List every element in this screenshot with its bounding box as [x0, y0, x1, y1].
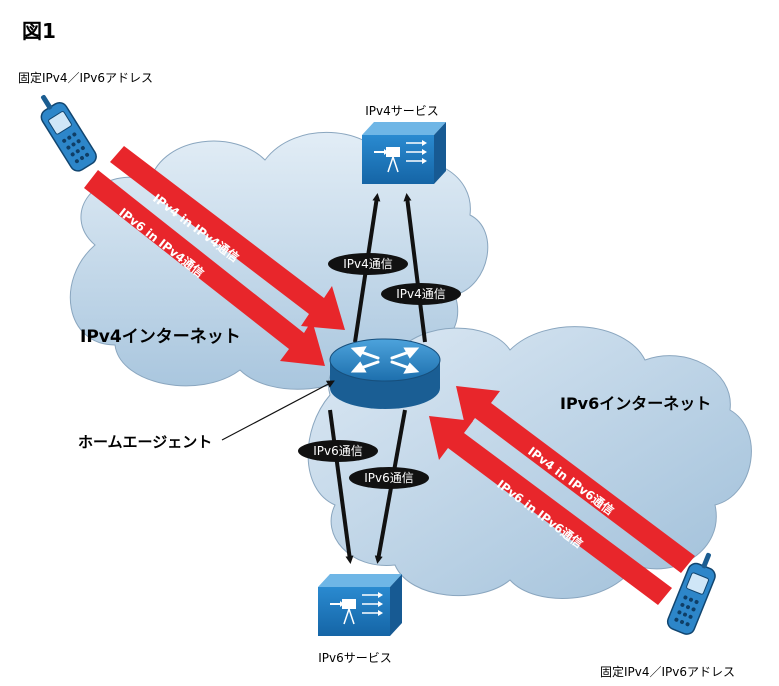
phone-bottom-label: 固定IPv4／IPv6アドレス [600, 664, 735, 679]
router-icon [329, 338, 441, 409]
svg-text:IPv4通信: IPv4通信 [396, 287, 446, 301]
link-label-v4-a: IPv4通信 [328, 253, 408, 275]
link-label-v6-a: IPv6通信 [298, 440, 378, 462]
camera-icon [330, 592, 383, 625]
ipv4-service-box [362, 122, 446, 184]
home-agent-label: ホームエージェント [78, 433, 212, 451]
phone-top-label: 固定IPv4／IPv6アドレス [18, 70, 153, 85]
ipv4-cloud-label: IPv4インターネット [80, 327, 241, 347]
link-label-v6-b: IPv6通信 [349, 467, 429, 489]
figure-title: 図1 [22, 19, 56, 43]
camera-icon [374, 140, 427, 173]
ipv6-service-label: IPv6サービス [318, 651, 392, 665]
mobile-phone-icon [666, 552, 716, 635]
link-label-v4-b: IPv4通信 [381, 283, 461, 305]
svg-text:IPv4通信: IPv4通信 [343, 257, 393, 271]
ipv4-service-label: IPv4サービス [365, 104, 439, 118]
svg-text:IPv6通信: IPv6通信 [313, 444, 363, 458]
ipv6-service-box [318, 574, 402, 636]
home-agent-pointer [221, 380, 335, 441]
mobile-phone-icon [40, 94, 97, 172]
svg-text:IPv6通信: IPv6通信 [364, 471, 414, 485]
ipv6-cloud-label: IPv6インターネット [560, 394, 711, 413]
